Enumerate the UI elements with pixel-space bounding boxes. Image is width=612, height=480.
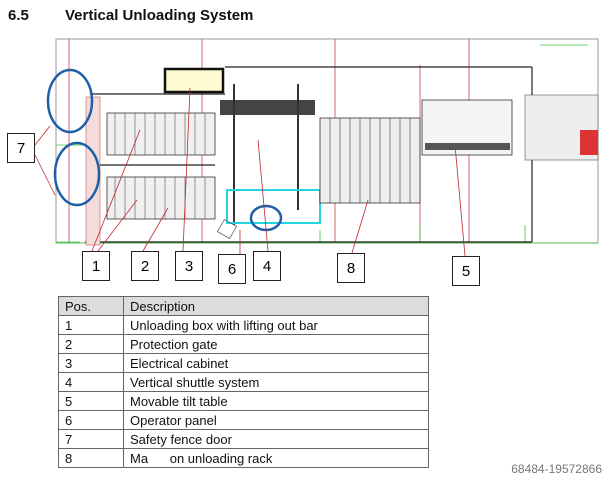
description-cell: Electrical cabinet [123,353,429,373]
watermark: 68484-19572866 [511,462,602,476]
callout-6: 6 [218,254,246,284]
table-header-row: Pos.Description [58,296,429,316]
layout-drawing [34,38,599,257]
description-cell: Movable tilt table [123,391,429,411]
section-title: Vertical Unloading System [65,7,254,24]
callout-1: 1 [82,251,110,281]
shuttle-cyan-frame [226,189,321,224]
pos-cell: 1 [58,315,124,335]
shuttle-beam [220,100,315,115]
header-description: Description [123,296,429,316]
description-cell: Protection gate [123,334,429,354]
box-slats [114,113,206,219]
callout-7: 7 [7,133,35,163]
header-pos: Pos. [58,296,124,316]
description-cell: Safety fence door [123,429,429,449]
callout-5: 5 [452,256,480,286]
pos-cell: 5 [58,391,124,411]
pos-cell: 7 [58,429,124,449]
pos-cell: 3 [58,353,124,373]
pos-cell: 2 [58,334,124,354]
section-number: 6.5 [8,7,29,24]
pos-cell: 4 [58,372,124,392]
description-cell: Operator panel [123,410,429,430]
leader-lines [34,87,466,257]
description-cell: Ma on unloading rack [123,448,429,468]
highlight-circles [46,68,283,232]
tilt-table-beam [425,143,510,150]
section-heading: 6.5 Vertical Unloading System [8,7,253,24]
electrical-cabinet-outline [163,67,225,94]
description-cell: Unloading box with lifting out bar [123,315,429,335]
pos-cell: 8 [58,448,124,468]
red-marker [580,130,598,155]
pos-cell: 6 [58,410,124,430]
operator-panel-sketch [216,218,238,240]
callout-8: 8 [337,253,365,283]
callout-3: 3 [175,251,203,281]
description-cell: Vertical shuttle system [123,372,429,392]
rack-slats [329,118,411,203]
callout-4: 4 [253,251,281,281]
callout-2: 2 [131,251,159,281]
green-lines [56,44,598,244]
